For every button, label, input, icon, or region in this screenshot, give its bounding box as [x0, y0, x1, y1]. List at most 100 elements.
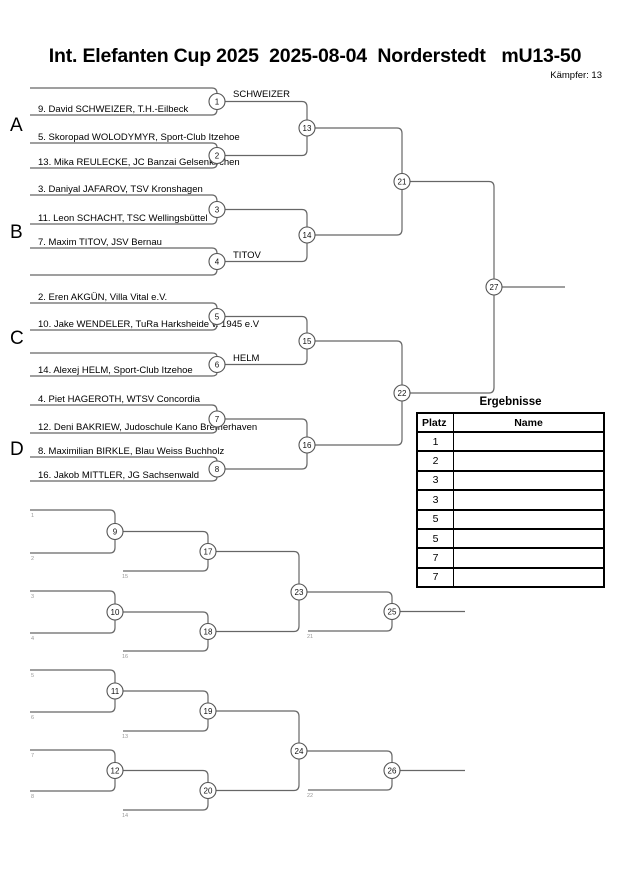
name-cell: [453, 430, 604, 452]
slot-line: [30, 142, 218, 148]
match-number: 19: [204, 707, 213, 716]
page-title: Int. Elefanten Cup 2025 2025-08-04 Norde…: [48, 45, 582, 67]
slot-line: [30, 87, 218, 94]
match-circle: 12: [106, 761, 124, 780]
name-cell: [453, 527, 604, 549]
match-circle: 22: [393, 384, 411, 402]
loser-ref: 21: [307, 634, 313, 640]
winner-line: [315, 340, 403, 385]
match-number: 16: [303, 441, 312, 450]
match-circle: 6: [208, 355, 226, 374]
winner-line: [123, 769, 209, 783]
platz-cell: 5: [417, 508, 454, 529]
match-circle: 15: [298, 332, 316, 350]
match-circle: 27: [485, 278, 503, 296]
winner-line: [315, 127, 403, 174]
slot-line: [30, 372, 218, 377]
group-label-a: A: [10, 115, 23, 136]
loser-ref: 7: [31, 753, 34, 759]
winner-line: [123, 611, 209, 624]
fighter-name: 16. Jakob MITTLER, JG Sachsenwald: [38, 470, 199, 481]
match-circle: 9: [106, 522, 124, 541]
winner-label: HELM: [233, 353, 259, 364]
slot-line: [30, 163, 218, 169]
fighter-name: 10. Jake WENDELER, TuRa Harksheide v. 19…: [38, 319, 260, 330]
fighter-name: 3. Daniyal JAFAROV, TSV Kronshagen: [38, 184, 203, 195]
match-circle: 24: [290, 742, 308, 760]
fighter-name: 5. Skoropad WOLODYMYR, Sport-Club Itzeho…: [38, 132, 240, 143]
name-cell: [453, 489, 604, 510]
match-circle: 13: [298, 119, 316, 137]
group-label-c: C: [10, 328, 24, 349]
match-number: 24: [295, 747, 304, 756]
slot-line: [30, 269, 218, 276]
match-number: 4: [215, 257, 220, 266]
winner-line: [225, 453, 308, 470]
platz-cell: 5: [417, 527, 454, 549]
match-circle: 23: [290, 583, 308, 601]
match-number: 10: [111, 608, 120, 617]
results-row: 3: [417, 489, 604, 510]
repechage-line: [30, 509, 116, 524]
match-number: 15: [303, 337, 312, 346]
fighter-name: 14. Alexej HELM, Sport-Club Itzehoe: [38, 365, 193, 376]
match-circle: 21: [393, 172, 411, 191]
platz-cell: 3: [417, 489, 454, 510]
match-number: 26: [388, 766, 397, 775]
winner-line: [225, 208, 308, 227]
slot-line: [30, 217, 218, 225]
slot-line: [30, 324, 218, 331]
loser-ref: 6: [31, 715, 34, 721]
loser-ref: 4: [31, 636, 34, 642]
platz-cell: 1: [417, 430, 454, 452]
match-circle: 17: [199, 542, 217, 561]
bye-line: [123, 559, 209, 572]
fighter-name: 13. Mika REULECKE, JC Banzai Gelsenkirch…: [38, 157, 240, 168]
winner-line: [307, 750, 393, 763]
slot-line: [30, 476, 218, 482]
bye-line: [123, 798, 209, 811]
group-label-b: B: [10, 222, 23, 243]
fighter-name: 11. Leon SCHACHT, TSC Wellingsbüttel: [38, 213, 208, 224]
winner-line: [225, 349, 308, 366]
loser-ref: 13: [122, 734, 128, 740]
fighter-name: 4. Piet HAGEROTH, WTSV Concordia: [38, 394, 201, 405]
match-number: 1: [215, 97, 220, 106]
loser-ref: 22: [307, 793, 313, 799]
results-header-row: Platz Name: [417, 413, 604, 433]
fighter-name: 12. Deni BAKRIEW, Judoschule Kano Bremer…: [38, 422, 257, 433]
match-number: 18: [204, 627, 213, 636]
match-number: 7: [215, 415, 220, 424]
slot-line: [30, 109, 218, 116]
platz-cell: 3: [417, 469, 454, 491]
match-circle: 8: [208, 460, 226, 478]
platz-cell: 2: [417, 450, 454, 471]
match-number: 17: [204, 547, 213, 556]
match-circle: 3: [208, 200, 226, 219]
name-cell: [453, 450, 604, 471]
winner-line: [315, 189, 403, 236]
match-circle: 14: [298, 226, 316, 244]
match-circle: 5: [208, 307, 226, 326]
results-row: 3: [417, 469, 604, 491]
match-circle: 2: [208, 146, 226, 165]
results-row: 7: [417, 566, 604, 588]
name-cell: [453, 547, 604, 568]
match-number: 14: [303, 231, 312, 240]
results-row: 5: [417, 527, 604, 549]
bye-line: [123, 719, 209, 732]
winner-line: [216, 710, 300, 743]
match-circle: 19: [199, 702, 217, 720]
platz-cell: 7: [417, 547, 454, 568]
slot-line: [30, 404, 218, 412]
fighter-count: Kämpfer: 13: [550, 70, 602, 81]
match-circle: 26: [383, 761, 401, 780]
winner-line: [216, 550, 300, 584]
match-number: 6: [215, 360, 220, 369]
repechage-line: [30, 539, 116, 554]
winner-line: [225, 243, 308, 263]
winner-line: [225, 418, 308, 437]
winner-line: [315, 401, 403, 446]
platz-cell: 7: [417, 566, 454, 588]
